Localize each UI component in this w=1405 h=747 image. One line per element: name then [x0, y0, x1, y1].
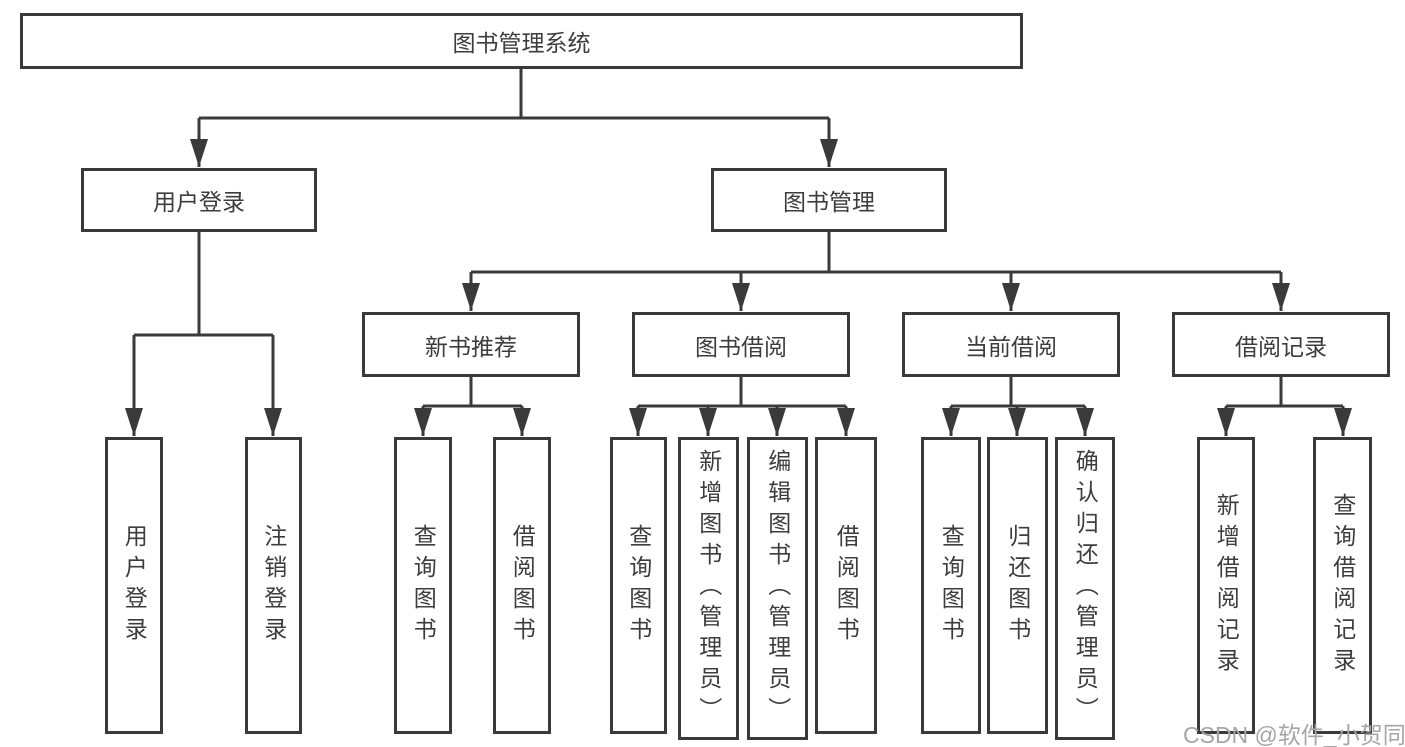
node-book-borrow: 图书借阅	[632, 312, 850, 377]
leaf-label: 借阅图书	[833, 523, 860, 648]
node-label: 借阅记录	[1235, 333, 1327, 360]
leaf-query-books-recommend: 查询图书	[394, 437, 452, 734]
leaf-label: 归还图书	[1004, 523, 1031, 648]
node-user-login: 用户登录	[81, 168, 317, 232]
node-book-management: 图书管理	[711, 168, 947, 232]
node-borrow-records: 借阅记录	[1172, 312, 1390, 377]
node-label: 新书推荐	[425, 333, 517, 360]
leaf-label: 查询图书	[410, 523, 437, 648]
leaf-label: 编辑图书（管理员）	[764, 449, 791, 728]
node-label: 图书管理	[783, 189, 875, 215]
leaf-edit-books-admin: 编辑图书（管理员）	[747, 437, 808, 740]
leaf-user-login: 用户登录	[105, 437, 163, 734]
connector-stems	[125, 69, 1352, 436]
node-label: 图书管理系统	[452, 30, 591, 56]
leaf-logout: 注销登录	[245, 437, 302, 734]
leaf-label: 新增借阅记录	[1213, 492, 1240, 679]
node-current-borrow: 当前借阅	[902, 312, 1120, 377]
leaf-return-books: 归还图书	[987, 437, 1048, 734]
leaf-label: 查询图书	[938, 523, 965, 648]
leaf-query-borrow-record: 查询借阅记录	[1313, 437, 1372, 734]
leaf-add-books-admin: 新增图书（管理员）	[678, 437, 739, 740]
leaf-confirm-return-admin: 确认归还（管理员）	[1055, 437, 1115, 740]
node-label: 用户登录	[153, 189, 245, 215]
node-label: 当前借阅	[965, 333, 1057, 360]
leaf-label: 用户登录	[121, 523, 148, 648]
leaf-borrow-books: 借阅图书	[815, 437, 877, 734]
leaf-label: 注销登录	[260, 523, 287, 648]
node-new-book-recommend: 新书推荐	[362, 312, 580, 377]
leaf-query-books-borrow: 查询图书	[610, 437, 667, 734]
leaf-label: 新增图书（管理员）	[695, 449, 722, 728]
leaf-add-borrow-record: 新增借阅记录	[1197, 437, 1255, 734]
leaf-borrow-books-recommend: 借阅图书	[493, 437, 551, 734]
csdn-watermark: CSDN @软件_小贺同学	[1183, 722, 1405, 747]
leaf-label: 查询图书	[625, 523, 652, 648]
leaf-query-books-current: 查询图书	[921, 437, 981, 734]
leaf-label: 借阅图书	[509, 523, 536, 648]
leaf-label: 查询借阅记录	[1329, 492, 1356, 679]
node-label: 图书借阅	[695, 333, 787, 360]
node-library-management-system: 图书管理系统	[20, 13, 1023, 69]
leaf-label: 确认归还（管理员）	[1072, 449, 1099, 728]
